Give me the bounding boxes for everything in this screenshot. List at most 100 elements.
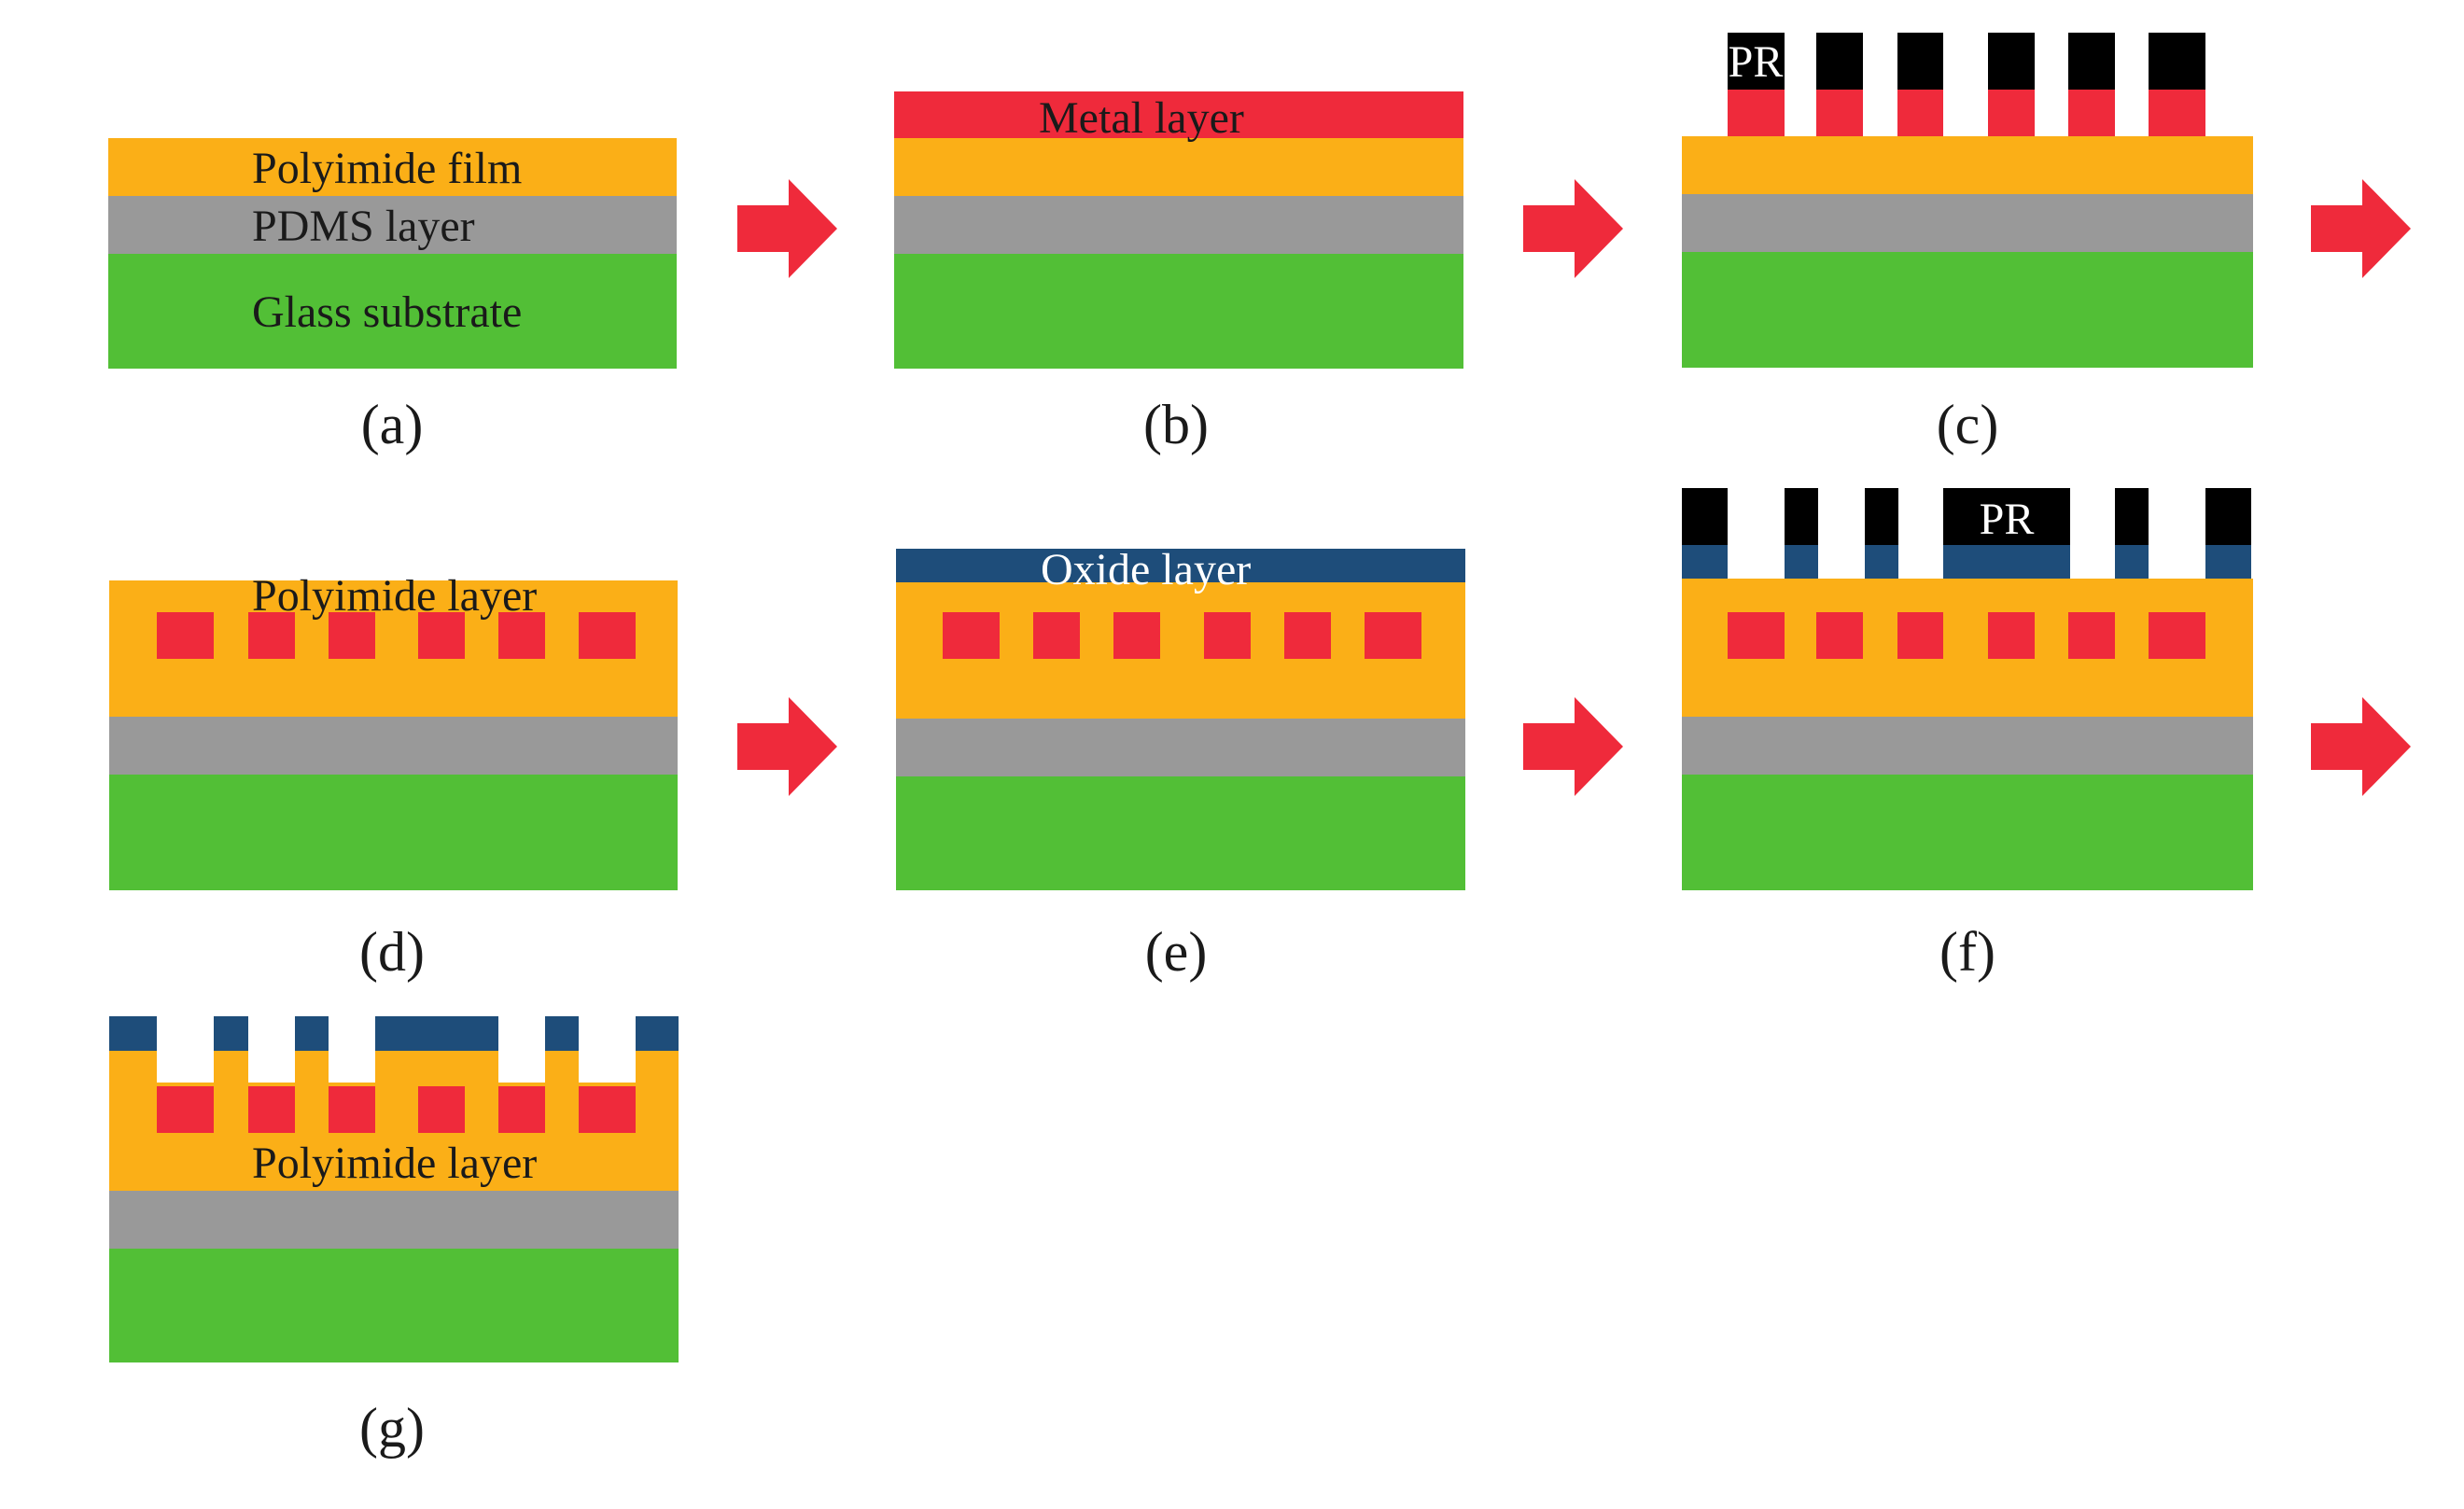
step-f-pr-label: PR [1980, 495, 2035, 544]
step-b-metal-label: Metal layer [1039, 93, 1244, 143]
step-c-metal-block [2068, 90, 2115, 136]
step-d-metal-block [157, 612, 214, 659]
step-g-metal-block [579, 1086, 636, 1133]
step-f-metal-block [2149, 612, 2205, 659]
step-g-oxide-block [636, 1016, 679, 1051]
step-g-oxide-block [545, 1016, 579, 1051]
step-c-caption: (c) [1937, 394, 1999, 455]
step-d-polyimide-label: Polyimide layer [252, 571, 537, 621]
arrow-right-icon [737, 697, 837, 796]
step-a: Polyimide film PDMS layer Glass substrat… [108, 138, 677, 455]
step-c-photoresist [1728, 33, 2205, 90]
step-f-glass-substrate [1682, 775, 2253, 890]
step-g-oxide-block [109, 1016, 157, 1051]
step-d-metal-block [579, 612, 636, 659]
step-a-pdms-layer [108, 196, 677, 254]
step-c-polyimide-film [1682, 136, 2253, 194]
step-f-caption: (f) [1939, 921, 1995, 983]
step-c-metal-block [1988, 90, 2035, 136]
step-c-glass-substrate [1682, 252, 2253, 368]
step-f-oxide-block [1682, 545, 1728, 579]
step-f-metal-block [1897, 612, 1943, 659]
step-d-glass-substrate [109, 775, 678, 890]
step-c-patterned-metal [1728, 90, 2205, 136]
step-c-pdms-layer [1682, 194, 2253, 252]
step-f-pr-block [2115, 488, 2149, 545]
step-c-pr-block [2068, 33, 2115, 90]
step-f-pr-block [1682, 488, 1728, 545]
step-e-metal-block [1284, 612, 1331, 659]
step-e-glass-substrate [896, 776, 1465, 890]
step-e-metal-block [943, 612, 1000, 659]
step-d-embedded-metal [157, 612, 636, 659]
step-e-metal-block [1033, 612, 1080, 659]
step-g-metal-block [248, 1086, 295, 1133]
step-c-metal-block [1728, 90, 1785, 136]
step-g-metal-block [157, 1086, 214, 1133]
step-c-pr-block [1988, 33, 2035, 90]
step-a-pdms-label: PDMS layer [252, 202, 475, 251]
step-f-metal-block [2068, 612, 2115, 659]
step-f-oxide-block [1785, 545, 1818, 579]
step-f-photoresist [1682, 488, 2251, 545]
step-g-metal-block [498, 1086, 545, 1133]
step-c-pr-block [1897, 33, 1943, 90]
step-c-pr-label: PR [1729, 37, 1784, 87]
step-f-oxide-block [2205, 545, 2251, 579]
step-d: Polyimide layer (d) [109, 571, 678, 983]
step-f: PR (f) [1682, 488, 2253, 983]
step-a-caption: (a) [361, 394, 424, 455]
step-f-pr-block [1865, 488, 1898, 545]
step-f-pr-block [2205, 488, 2251, 545]
step-b-glass-substrate [894, 254, 1463, 369]
step-d-metal-block [498, 612, 545, 659]
step-b-metal-layer [894, 91, 1463, 138]
step-c: PR (c) [1682, 33, 2253, 455]
step-e-metal-block [1204, 612, 1251, 659]
step-g-patterned-oxide [109, 1016, 679, 1051]
step-e-metal-block [1365, 612, 1421, 659]
step-b: Metal layer (b) [894, 91, 1463, 455]
step-f-pr-block [1943, 488, 2070, 545]
step-g-polyimide-label: Polyimide layer [252, 1139, 537, 1188]
step-d-metal-block [329, 612, 375, 659]
step-b-polyimide-film [894, 138, 1463, 196]
step-b-pdms-layer [894, 196, 1463, 254]
step-c-metal-block [1816, 90, 1863, 136]
step-f-oxide-block [1865, 545, 1898, 579]
step-f-embedded-metal [1728, 612, 2205, 659]
step-f-metal-block [1816, 612, 1863, 659]
step-g-metal-block [418, 1086, 465, 1133]
arrow-right-icon [1523, 179, 1623, 278]
step-g-pdms-layer [109, 1191, 679, 1249]
process-arrows [737, 179, 2411, 796]
step-d-caption: (d) [359, 921, 425, 983]
step-c-metal-block [1897, 90, 1943, 136]
step-e-oxide-layer [896, 549, 1465, 582]
step-e-embedded-metal [943, 612, 1421, 659]
step-d-metal-block [248, 612, 295, 659]
step-c-pr-block [2149, 33, 2205, 90]
step-g-oxide-block [295, 1016, 329, 1051]
step-f-metal-block [1988, 612, 2035, 659]
step-a-polyimide-film [108, 138, 677, 196]
step-c-metal-block [2149, 90, 2205, 136]
step-d-pdms-layer [109, 717, 678, 775]
step-d-metal-block [418, 612, 465, 659]
step-e: Oxide layer (e) [896, 545, 1465, 983]
step-g-oxide-block [375, 1016, 498, 1051]
step-g-polyimide-layer [109, 1051, 679, 1191]
step-b-caption: (b) [1143, 394, 1209, 455]
step-g: Polyimide layer (g) [109, 1016, 679, 1459]
arrow-right-icon [1523, 697, 1623, 796]
arrow-right-icon [2311, 697, 2411, 796]
step-f-pr-block [1785, 488, 1818, 545]
step-f-oxide-block [2115, 545, 2149, 579]
step-f-pdms-layer [1682, 717, 2253, 775]
step-c-pr-block [1816, 33, 1863, 90]
step-f-metal-block [1728, 612, 1785, 659]
step-f-oxide-block [1943, 545, 2070, 579]
step-g-caption: (g) [359, 1397, 425, 1459]
step-f-patterned-oxide [1682, 545, 2251, 579]
